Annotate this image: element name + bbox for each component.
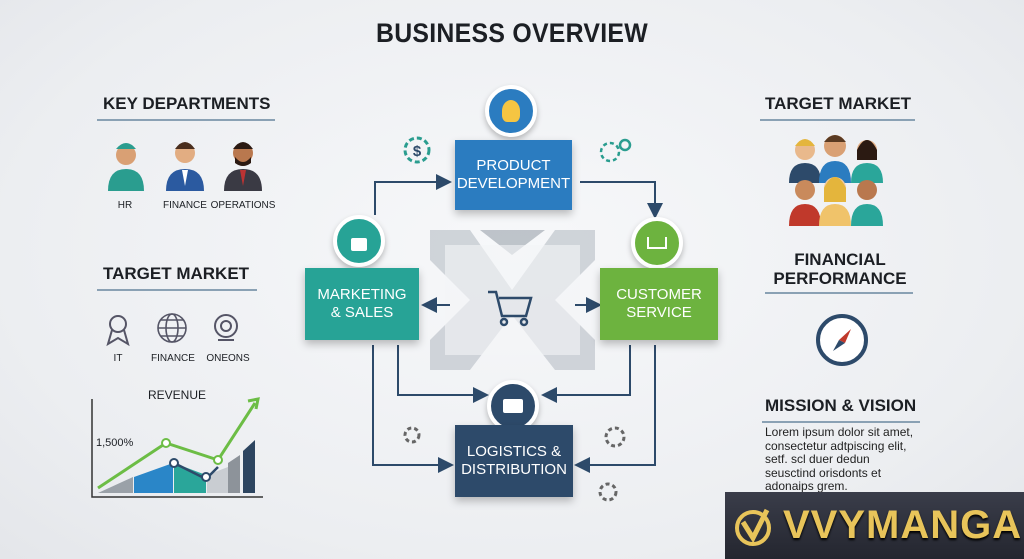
lock-icon	[333, 215, 385, 267]
revenue-title: REVENUE	[148, 388, 207, 402]
award-icon	[106, 315, 130, 347]
chart-bar-dark	[243, 440, 255, 493]
mission-text: Lorem ipsum dolor sit amet, consectetur …	[765, 425, 914, 493]
lightbulb-icon	[485, 85, 537, 137]
watermark-banner: VVYMANGA	[725, 492, 1024, 559]
dollar-gear-icon	[403, 136, 431, 164]
divider	[760, 119, 915, 121]
globe-icon	[157, 313, 187, 343]
hr-person-icon	[108, 143, 144, 191]
dept-label-hr: HR	[117, 200, 133, 211]
page-title: BUSINESS OVERVIEW	[375, 18, 649, 48]
market-label-oneons: ONEONS	[206, 353, 250, 364]
cart-icon	[631, 217, 683, 269]
finance-person-icon	[166, 142, 204, 191]
mission-vision-heading: MISSION & VISION	[765, 396, 917, 415]
dollar-symbol: $	[413, 143, 422, 160]
dept-label-finance: FINANCE	[163, 200, 207, 211]
shopping-cart-icon	[488, 290, 533, 327]
watermark-logo-icon	[735, 508, 771, 546]
compass-icon	[816, 314, 868, 366]
divider	[97, 119, 275, 121]
customer-group-icon	[789, 135, 883, 226]
divider	[97, 289, 257, 291]
revenue-growth-label: 1,500%	[96, 437, 134, 449]
dept-label-operations: OPERATIONS	[210, 200, 276, 211]
chart-area-blue	[134, 463, 173, 493]
target-market-icons	[106, 313, 238, 347]
financial-performance-heading: FINANCIAL PERFORMANCE	[773, 250, 907, 288]
target-icon	[214, 314, 238, 341]
chart-axes	[91, 399, 263, 498]
settings-icon	[599, 138, 632, 163]
marketing-sales-box: MARKETING & SALES	[305, 268, 419, 340]
market-label-finance: FINANCE	[151, 353, 195, 364]
target-market-heading-right: TARGET MARKET	[765, 94, 912, 113]
chart-area-grey	[98, 477, 133, 493]
customer-service-box: CUSTOMER SERVICE	[600, 268, 718, 340]
revenue-chart	[91, 397, 263, 498]
divider	[762, 421, 920, 423]
product-development-box: PRODUCT DEVELOPMENT	[455, 140, 572, 210]
target-market-heading-left: TARGET MARKET	[103, 264, 250, 283]
chart-bar	[228, 455, 240, 493]
chart-area-teal	[174, 463, 206, 493]
divider	[765, 292, 913, 294]
key-departments-heading: KEY DEPARTMENTS	[103, 94, 271, 113]
operations-person-icon	[224, 142, 262, 191]
growth-line	[97, 402, 257, 490]
gears-icon-left	[403, 426, 421, 444]
logistics-distribution-box: LOGISTICS & DISTRIBUTION	[455, 425, 573, 497]
arrow-head	[247, 397, 260, 410]
department-people-icons	[108, 142, 262, 191]
gears-icon-right	[598, 426, 626, 502]
watermark-text: VVYMANGA	[783, 503, 1023, 547]
market-label-it: IT	[113, 353, 123, 364]
